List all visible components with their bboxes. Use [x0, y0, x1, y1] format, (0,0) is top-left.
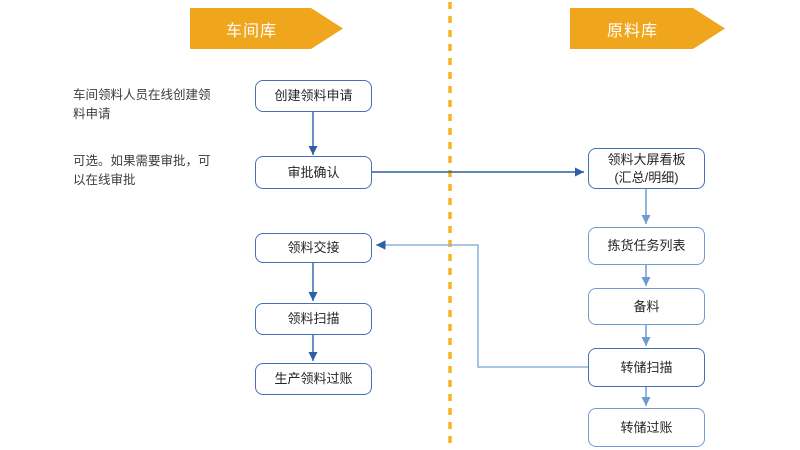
node-material-scan[interactable]: 领料扫描 [255, 303, 372, 335]
edge-transfer-scan-to-handover [376, 240, 588, 368]
node-prepare-material[interactable]: 备料 [588, 288, 705, 325]
lane-banner-material-label: 原料库 [606, 22, 658, 40]
node-material-handover-label: 领料交接 [287, 240, 340, 256]
node-transfer-post[interactable]: 转储过账 [588, 408, 705, 447]
lane-banner-workshop-label: 车间库 [225, 22, 277, 40]
node-prepare-material-label: 备料 [633, 298, 660, 314]
node-production-post[interactable]: 生产领料过账 [255, 363, 372, 395]
node-create-request-label: 创建领料申请 [274, 88, 353, 104]
node-dashboard-label: 领料大屏看板 (汇总/明细) [607, 151, 686, 185]
lane-banner-material: 原料库 [570, 8, 725, 49]
node-create-request[interactable]: 创建领料申请 [255, 80, 372, 112]
node-approve-confirm-label: 审批确认 [287, 164, 340, 180]
note-approval-optional: 可选。如果需要审批，可 以在线审批 [73, 154, 211, 187]
node-approve-confirm[interactable]: 审批确认 [255, 156, 372, 189]
node-production-post-label: 生产领料过账 [274, 371, 353, 387]
node-transfer-scan-label: 转储扫描 [620, 359, 673, 375]
node-dashboard[interactable]: 领料大屏看板 (汇总/明细) [588, 148, 705, 189]
note-create-request: 车间领料人员在线创建领 料申请 [73, 88, 211, 121]
node-transfer-scan[interactable]: 转储扫描 [588, 348, 705, 387]
node-pick-task-list-label: 拣货任务列表 [607, 238, 686, 254]
lane-banner-workshop: 车间库 [190, 8, 343, 49]
node-transfer-post-label: 转储过账 [620, 419, 673, 435]
node-material-handover[interactable]: 领料交接 [255, 233, 372, 263]
node-pick-task-list[interactable]: 拣货任务列表 [588, 227, 705, 265]
node-material-scan-label: 领料扫描 [287, 311, 340, 327]
